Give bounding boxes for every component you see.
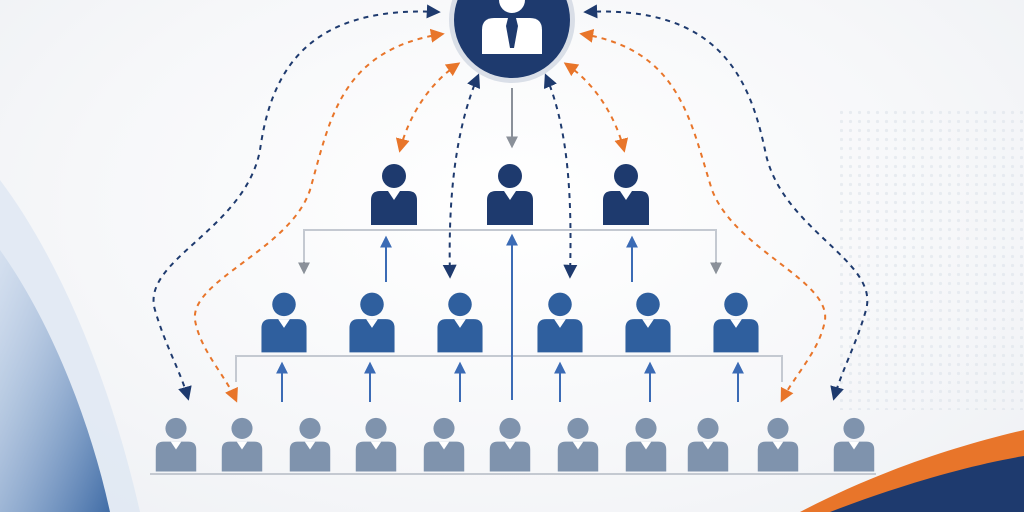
left-swoosh [0, 250, 110, 512]
person-icon [489, 417, 531, 472]
person-icon [713, 292, 759, 353]
person-icon [757, 417, 799, 472]
dashed-arrow-center-right [543, 73, 578, 279]
person-icon [687, 417, 729, 472]
person-icon [833, 417, 875, 472]
dashed-arrow-center-left [442, 73, 481, 279]
dashed-arrow-left-inner [193, 28, 445, 403]
person-icon [349, 292, 395, 353]
person-icon [603, 164, 649, 225]
tier2-bracket [235, 355, 783, 382]
dashed-arrow-right-inner [579, 28, 827, 403]
dashed-arrow-top-right [563, 62, 629, 153]
background-decoration [0, 110, 1024, 512]
dashed-arrow-top-left [395, 62, 461, 153]
connector-lines [150, 88, 876, 475]
person-icon [625, 417, 667, 472]
right-swoosh-navy [830, 456, 1024, 512]
person-icon [423, 417, 465, 472]
person-icon [289, 417, 331, 472]
executive-node [449, 0, 575, 83]
people-layer [155, 164, 875, 472]
tier1-bracket [303, 229, 717, 270]
person-icon [487, 164, 533, 225]
person-icon [557, 417, 599, 472]
feedback-arrows [152, 4, 869, 403]
person-icon [371, 164, 417, 225]
dot-pattern [840, 110, 1024, 410]
person-icon [437, 292, 483, 353]
person-icon [625, 292, 671, 353]
person-icon [355, 417, 397, 472]
person-icon [537, 292, 583, 353]
executive-tie-icon [482, 0, 542, 54]
person-icon [261, 292, 307, 353]
person-icon [155, 417, 197, 472]
person-icon [221, 417, 263, 472]
